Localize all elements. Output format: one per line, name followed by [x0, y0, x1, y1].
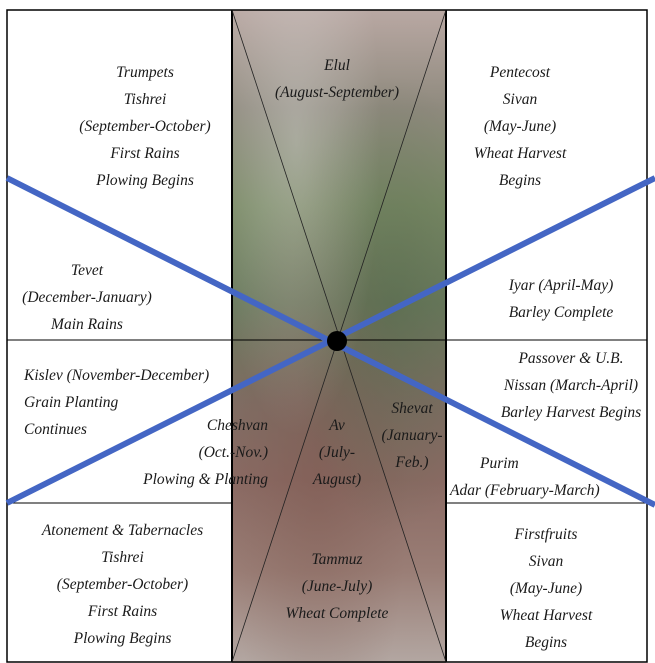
cell-bottom-left: Atonement & Tabernacles Tishrei (Septemb…	[20, 517, 225, 652]
text-line: Sivan	[528, 553, 564, 570]
text-line: (May-June)	[483, 118, 557, 135]
text-line: Av	[329, 417, 345, 434]
cell-av: Av (July- August)	[302, 412, 372, 493]
outer-border	[6, 9, 648, 663]
text-line: Tishrei	[101, 549, 144, 566]
text-line: Nissan (March-April)	[503, 377, 639, 394]
cell-bottom-center: Tammuz (June-July) Wheat Complete	[262, 546, 412, 627]
center-dot	[327, 331, 347, 351]
cell-bottom-right: Firstfruits Sivan (May-June) Wheat Harve…	[471, 521, 621, 656]
cell-lower-left: Kislev (November-December) Grain Plantin…	[24, 362, 234, 443]
cell-lower-right: Passover & U.B. Nissan (March-April) Bar…	[486, 345, 655, 426]
text-line: Cheshvan	[206, 417, 268, 434]
cell-shevat: Shevat (January- Feb.)	[372, 395, 452, 476]
cell-top-right: Pentecost Sivan (May-June) Wheat Harvest…	[455, 59, 585, 194]
text-line: Main Rains	[51, 316, 123, 333]
text-line: Tammuz	[311, 551, 363, 568]
text-line: Wheat Harvest	[473, 145, 567, 162]
cell-top-left: Trumpets Tishrei (September-October) Fir…	[60, 59, 230, 194]
text-line: Plowing & Planting	[143, 471, 268, 488]
text-line: First Rains	[110, 145, 180, 162]
text-line: (August-September)	[275, 84, 399, 101]
text-line: Barley Harvest Begins	[500, 404, 642, 421]
text-line: Tishrei	[123, 91, 167, 108]
text-line: Firstfruits	[514, 526, 578, 543]
cell-purim: Purim Adar (February-March)	[450, 450, 651, 504]
text-line: Feb.)	[395, 454, 429, 471]
text-line: Purim	[480, 455, 519, 472]
text-line: (September-October)	[79, 118, 211, 135]
text-line: Atonement & Tabernacles	[41, 522, 204, 539]
text-line: (September-October)	[56, 576, 189, 593]
cell-cheshvan: Cheshvan (Oct.-Nov.) Plowing & Planting	[118, 412, 268, 493]
text-line: Iyar (April-May)	[508, 277, 614, 294]
text-line: (May-June)	[509, 580, 583, 597]
cell-top-center: Elul (August-September)	[262, 52, 412, 106]
text-line: Trumpets	[116, 64, 174, 81]
cell-mid-left: Tevet (December-January) Main Rains	[12, 257, 162, 338]
text-line: (January-	[381, 427, 443, 444]
text-line: Wheat Complete	[285, 605, 389, 622]
text-line: Kislev (November-December)	[24, 367, 210, 384]
text-line: Barley Complete	[508, 304, 614, 321]
text-line: Pentecost	[489, 64, 551, 81]
text-line: Begins	[498, 172, 542, 189]
text-line: Wheat Harvest	[499, 607, 593, 624]
text-line: Tevet	[70, 262, 104, 279]
text-line: Grain Planting	[24, 394, 119, 411]
text-line: Sivan	[502, 91, 538, 108]
text-line: (July-	[318, 444, 356, 461]
text-line: (December-January)	[22, 289, 152, 306]
text-line: First Rains	[87, 603, 158, 620]
cell-mid-right: Iyar (April-May) Barley Complete	[486, 272, 636, 326]
text-line: Adar (February-March)	[450, 482, 600, 499]
text-line: August)	[312, 471, 362, 488]
text-line: Shevat	[391, 400, 433, 417]
text-line: Plowing Begins	[73, 630, 172, 647]
text-line: (Oct.-Nov.)	[198, 444, 268, 461]
text-line: Plowing Begins	[96, 172, 194, 189]
text-line: (June-July)	[301, 578, 373, 595]
text-line: Begins	[524, 634, 568, 651]
text-line: Elul	[324, 57, 350, 74]
text-line: Continues	[24, 421, 87, 438]
text-line: Passover & U.B.	[518, 350, 624, 367]
